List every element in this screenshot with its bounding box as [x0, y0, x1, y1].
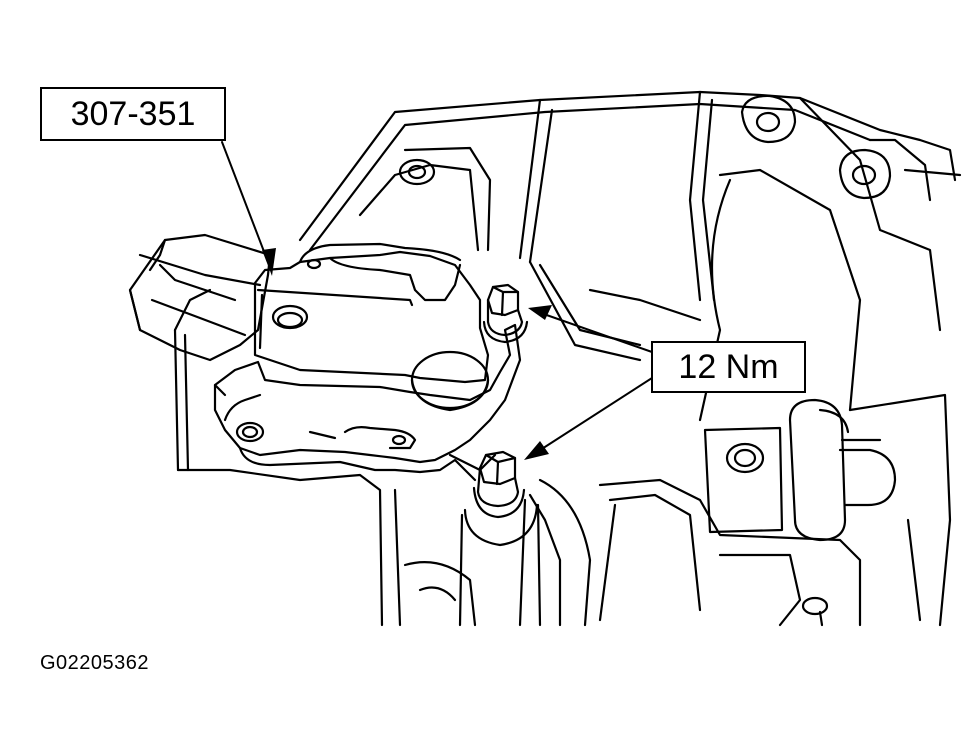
tool-number-callout: 307-351 [40, 87, 226, 141]
torque-arrow-head-upper [528, 305, 552, 320]
leader-lines [221, 141, 653, 460]
torque-leader-lower [533, 377, 653, 455]
torque-arrow-head-lower [524, 441, 549, 460]
torque-leader-upper [537, 311, 653, 353]
lower-bolt [458, 450, 542, 627]
tool-leader-line [221, 141, 269, 263]
range-sensor [128, 233, 522, 482]
figure-id-label: G02205362 [40, 652, 150, 674]
transmission-case [173, 90, 962, 627]
torque-spec-callout: 12 Nm [651, 341, 806, 393]
tool-arrow-head [262, 248, 276, 276]
upper-bolt [482, 283, 529, 344]
